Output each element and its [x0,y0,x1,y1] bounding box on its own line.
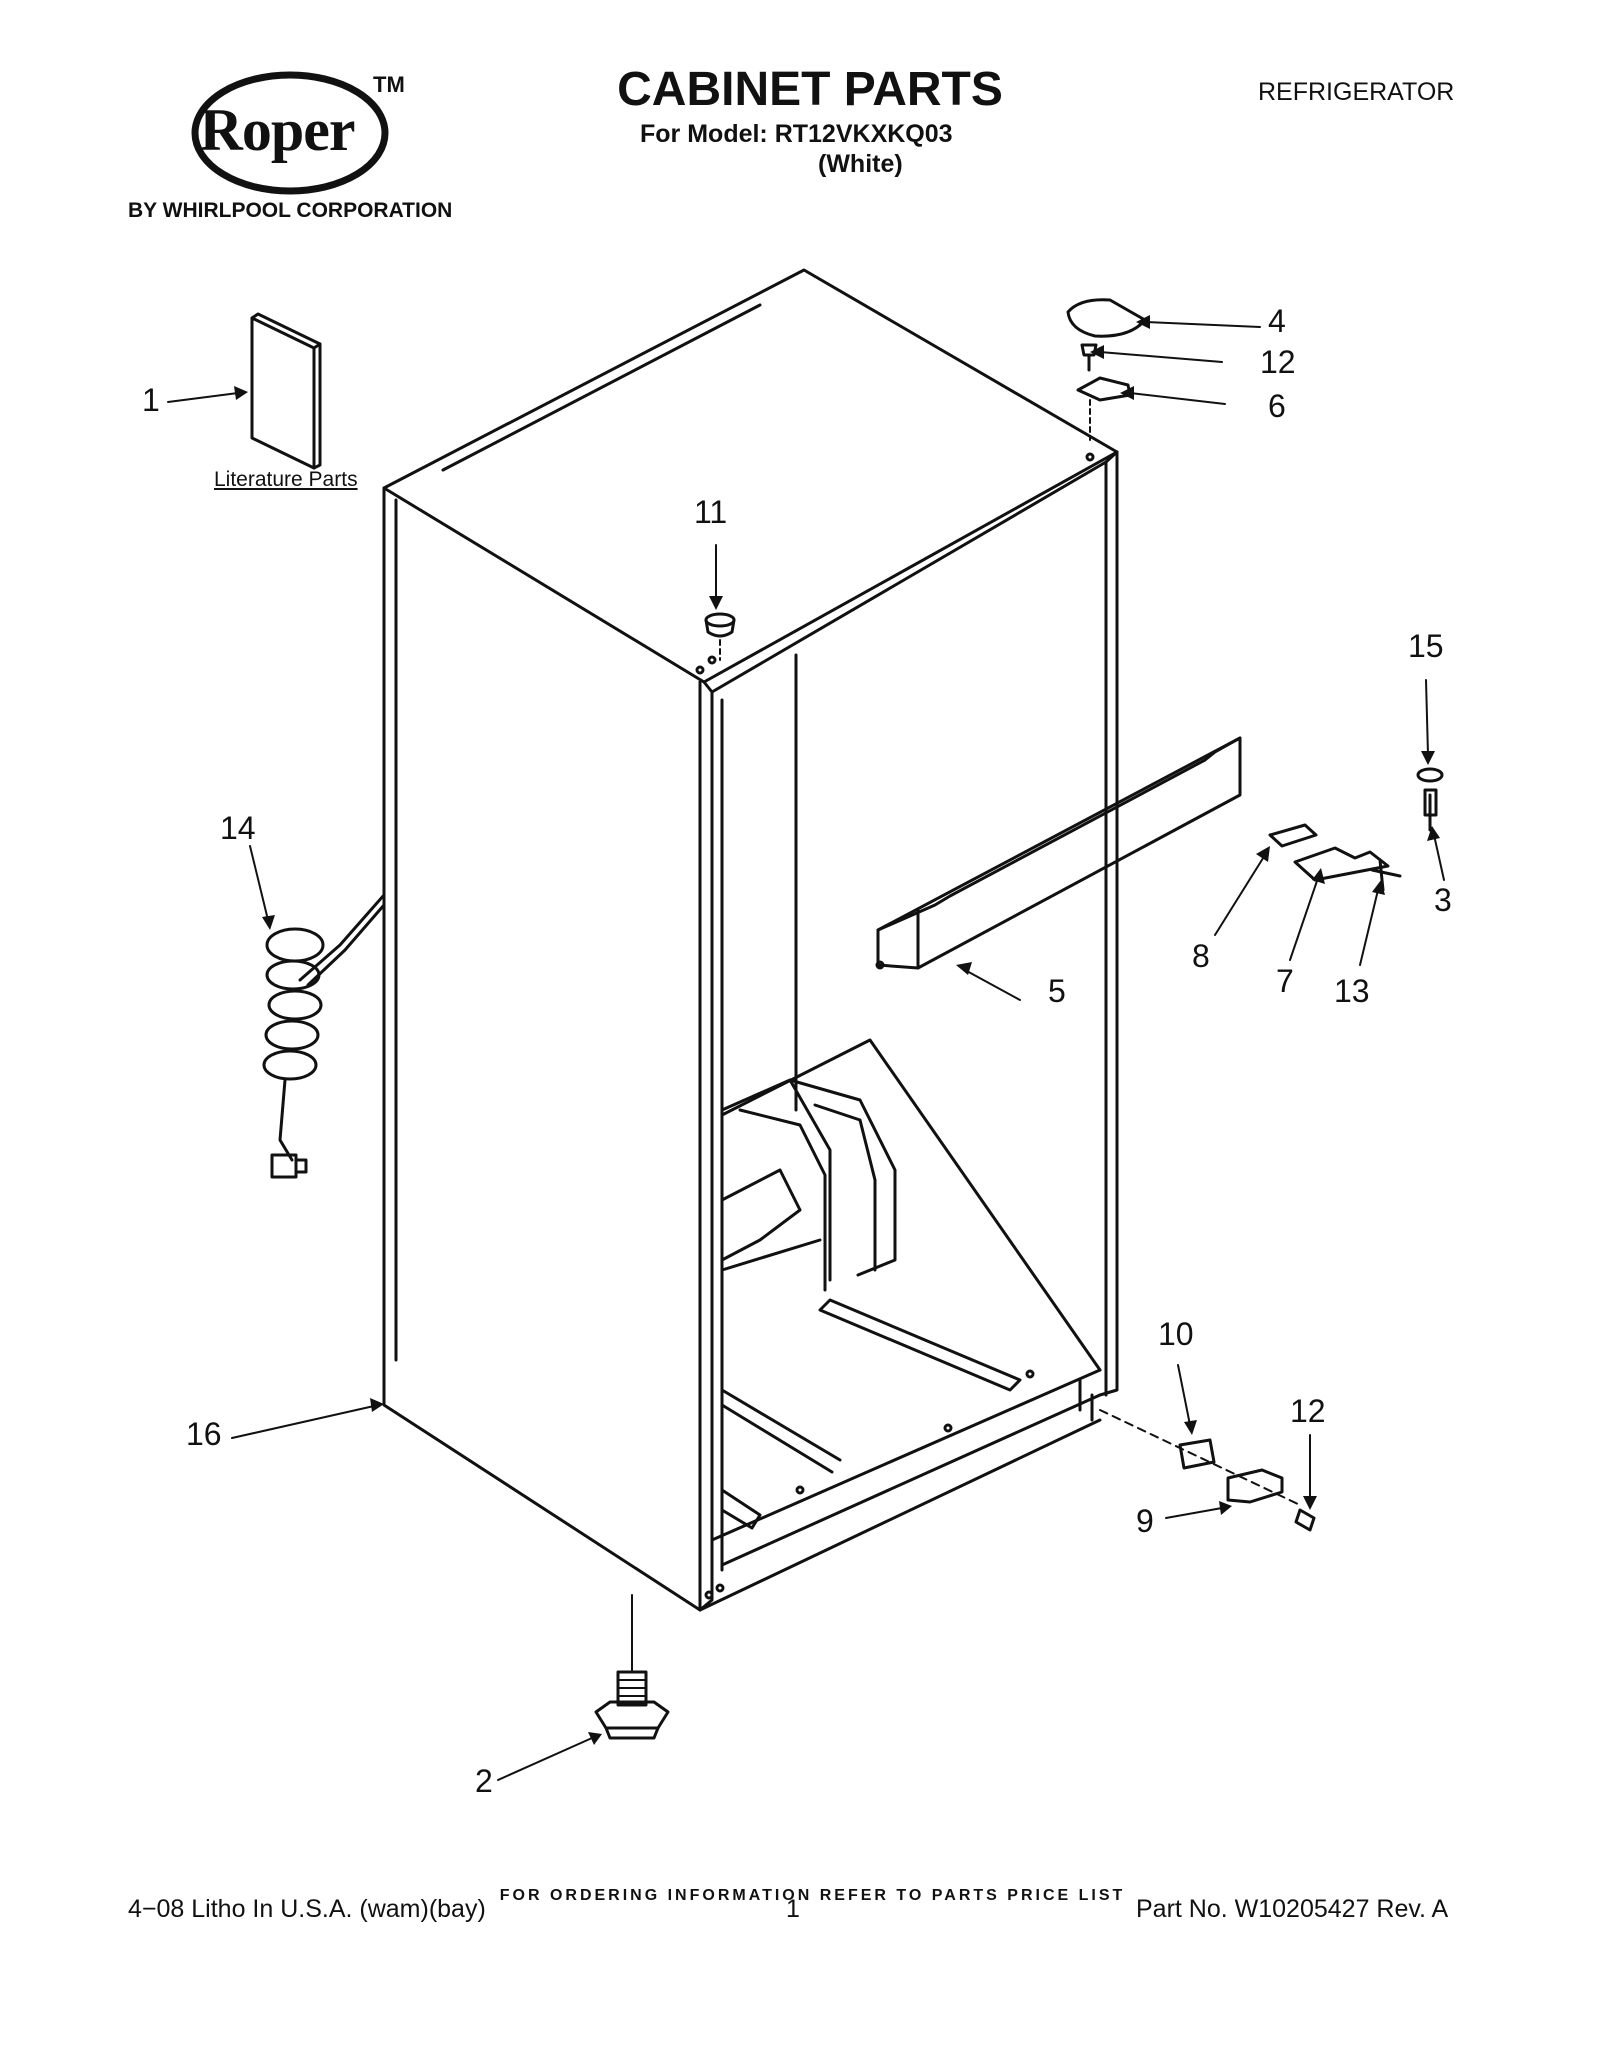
part-number: Part No. W10205427 Rev. A [1136,1895,1449,1923]
callout-14: 14 [220,810,256,846]
leader-lines [167,321,1445,1781]
logo-ellipse [191,71,389,195]
callout-11: 11 [694,494,728,530]
brand-byline: BY WHIRLPOOL CORPORATION [128,199,453,222]
leveling-leg [594,1594,670,1740]
callout-16: 16 [186,1416,222,1452]
power-cord [262,893,386,1179]
callout-2: 2 [475,1763,493,1799]
arrowheads [234,315,1440,1745]
bottom-hinge-parts [1099,1409,1316,1532]
top-hinge-assembly [1066,298,1147,441]
ordering-note: FOR ORDERING INFORMATION REFER TO PARTS … [499,1887,1126,1904]
callout-10: 10 [1158,1316,1194,1352]
literature-booklet [250,312,322,470]
callout-1: 1 [142,382,160,418]
literature-parts-label: Literature Parts [214,468,358,491]
brand-logo: Roper [199,97,356,163]
door-stop-parts [1416,767,1444,832]
callout-15: 15 [1408,628,1444,664]
hole-plug [704,612,736,661]
callout-3: 3 [1434,882,1452,918]
callout-13: 13 [1334,973,1370,1009]
callout-8: 8 [1192,938,1210,974]
callout-7: 7 [1276,963,1294,999]
callout-4: 4 [1268,303,1286,339]
callout-5: 5 [1048,973,1066,1009]
callout-12-bottom: 12 [1290,1393,1326,1429]
color-line: (White) [818,150,903,178]
page-number: 1 [786,1895,800,1923]
callout-6: 6 [1268,388,1286,424]
callout-12-top: 12 [1260,344,1296,380]
category-label: REFRIGERATOR [1258,78,1455,106]
toe-grille [875,736,1242,970]
trademark-mark: TM [373,72,405,97]
model-line: For Model: RT12VKXKQ03 [640,120,953,148]
print-info: 4−08 Litho In U.S.A. (wam)(bay) [128,1895,486,1923]
callout-9: 9 [1136,1503,1154,1539]
page-title: CABINET PARTS [617,63,1003,116]
cabinet [382,268,1119,1612]
lower-hinge-parts [1268,823,1402,892]
